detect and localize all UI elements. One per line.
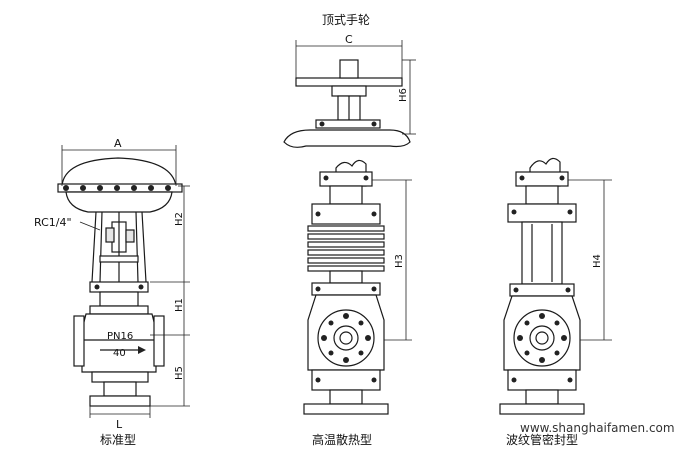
dim-L-label: L (116, 418, 123, 431)
actuator-bolts (63, 185, 171, 191)
caption-standard: 标准型 (100, 433, 136, 447)
caption-bellows: 波纹管密封型 (506, 432, 578, 447)
dim-H6-label: H6 (398, 88, 409, 102)
bellows-seal-valve (499, 157, 612, 415)
dim-A-label: A (114, 137, 122, 150)
outlet-flange (153, 315, 165, 367)
bellows-housing (521, 221, 563, 285)
upper-flange (311, 203, 381, 225)
cooling-fins (307, 225, 385, 272)
size-label: 40 (113, 348, 126, 359)
dim-H4-label: H4 (592, 254, 603, 268)
base-flange (499, 403, 585, 415)
base-flange (303, 403, 389, 415)
actuator-top-cover (61, 157, 177, 187)
handwheel-break-section (283, 129, 411, 148)
top-handwheel-detail (283, 40, 416, 148)
valve-body (81, 313, 157, 373)
yoke-legs (91, 211, 147, 283)
inlet-flange (73, 315, 85, 367)
high-temp-valve (303, 159, 412, 415)
dim-C-label: C (345, 33, 353, 46)
actuator-bottom-cover (65, 191, 173, 213)
dim-H3-label: H3 (394, 254, 405, 268)
caption-top-handwheel: 顶式手轮 (322, 13, 370, 27)
dim-H5-label: H5 (174, 366, 185, 380)
watermark: www.shanghaifamen.com (520, 421, 675, 435)
handwheel-rim (295, 77, 403, 87)
standard-type-valve (57, 145, 190, 418)
caption-high-temp: 高温散热型 (312, 432, 372, 447)
base-flange (89, 395, 151, 407)
pressure-label: PN16 (107, 331, 133, 342)
port-label: RC1/4" (34, 216, 72, 229)
dim-H1-label: H1 (174, 298, 185, 312)
dim-H2-label: H2 (174, 212, 185, 226)
upper-flange (507, 203, 577, 223)
handwheel-hub (339, 59, 359, 79)
